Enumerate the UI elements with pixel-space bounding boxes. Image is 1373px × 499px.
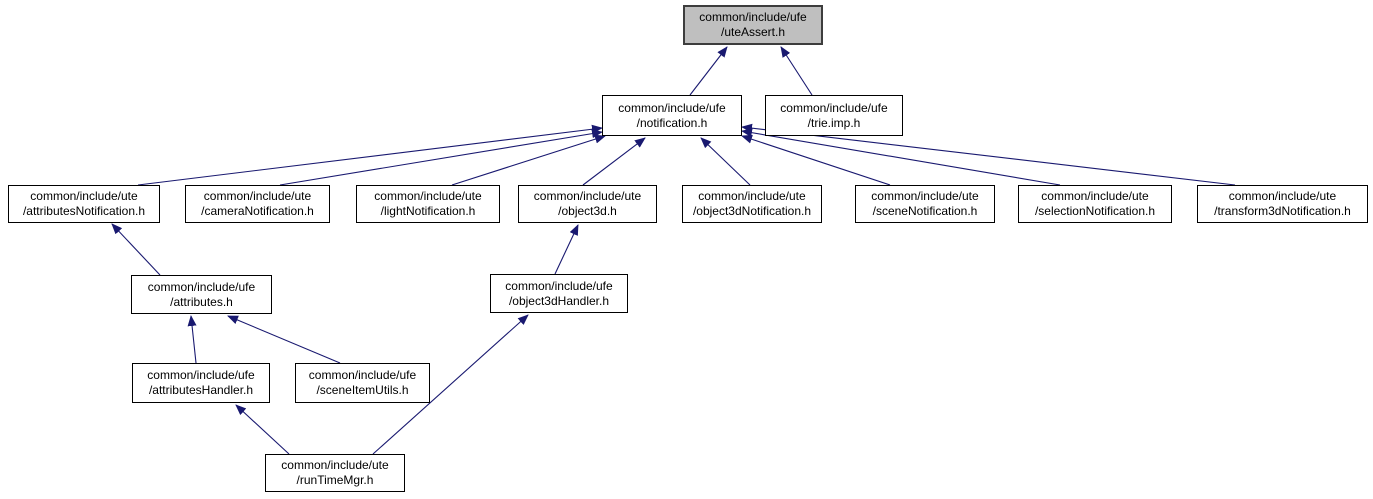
edge-attributesNotification-to-notification bbox=[137, 124, 603, 186]
edge-object3dHandler-to-object3d bbox=[554, 224, 579, 275]
edge-attributes-to-attributesNotification bbox=[111, 223, 161, 276]
node-label-line1: common/include/ute bbox=[698, 189, 806, 203]
node-label-line1: common/include/ufe bbox=[780, 100, 888, 115]
node-label-line1: common/include/ute bbox=[533, 189, 642, 203]
node-sceneItemUtils[interactable]: common/include/ufe/sceneItemUtils.h bbox=[295, 363, 430, 403]
edge-notification-to-uteAssert bbox=[689, 46, 728, 96]
edge-sceneNotification-to-notification bbox=[741, 134, 891, 186]
node-label-line2: /attributesNotification.h bbox=[22, 204, 146, 218]
node-object3dHandler[interactable]: common/include/ufe/object3dHandler.h bbox=[490, 274, 628, 313]
node-label-line1: common/include/ute bbox=[871, 189, 979, 203]
node-lightNotification[interactable]: common/include/ute/lightNotification.h bbox=[356, 185, 500, 223]
node-object3dNotification[interactable]: common/include/ute/object3dNotification.… bbox=[682, 185, 822, 223]
node-label-line1: common/include/ute bbox=[30, 189, 138, 203]
node-label-line2: /selectionNotification.h bbox=[1034, 204, 1156, 218]
node-label-line2: /runTimeMgr.h bbox=[296, 473, 374, 487]
edge-object3dNotification-to-notification bbox=[700, 137, 751, 186]
node-label-line2: /cameraNotification.h bbox=[201, 204, 314, 218]
node-label-line1: common/include/ute bbox=[203, 189, 312, 203]
edge-attributesHandler-to-attributes bbox=[187, 315, 197, 364]
node-label-line2: /uteAssert.h bbox=[720, 25, 786, 39]
node-attributes[interactable]: common/include/ufe/attributes.h bbox=[131, 275, 272, 314]
node-label-line2: /transform3dNotification.h bbox=[1214, 204, 1351, 218]
edge-cameraNotification-to-notification bbox=[279, 129, 603, 186]
node-label-line1: common/include/ufe bbox=[147, 368, 255, 382]
edge-lightNotification-to-notification bbox=[451, 134, 606, 186]
node-transform3dNotification[interactable]: common/include/ute/transform3dNotificati… bbox=[1197, 185, 1368, 223]
node-sceneNotification[interactable]: common/include/ute/sceneNotification.h bbox=[855, 185, 995, 223]
node-label-line2: /attributes.h bbox=[170, 294, 233, 309]
edge-runTimeMgr-to-attributesHandler bbox=[235, 404, 290, 455]
node-trieImp[interactable]: common/include/ufe/trie.imp.h bbox=[765, 95, 903, 136]
edge-runTimeMgr-to-object3dHandler bbox=[372, 314, 529, 455]
node-notification[interactable]: common/include/ufe/notification.h bbox=[602, 95, 742, 136]
node-attributesNotification[interactable]: common/include/ute/attributesNotificatio… bbox=[8, 185, 160, 223]
node-runTimeMgr[interactable]: common/include/ute/runTimeMgr.h bbox=[265, 454, 405, 492]
node-label-line2: /object3dNotification.h bbox=[692, 204, 812, 218]
node-label-line1: common/include/ufe bbox=[308, 368, 417, 382]
node-label-line1: common/include/ufe bbox=[147, 279, 256, 294]
node-label-line1: common/include/ute bbox=[281, 458, 389, 472]
node-uteAssert: common/include/ufe/uteAssert.h bbox=[683, 5, 823, 45]
node-label-line1: common/include/ufe bbox=[618, 100, 726, 115]
node-label-line2: /attributesHandler.h bbox=[148, 383, 254, 397]
node-label-line2: /object3dHandler.h bbox=[508, 293, 610, 308]
edge-object3d-to-notification bbox=[582, 137, 646, 186]
edge-selectionNotification-to-notification bbox=[741, 128, 1061, 186]
node-label-line1: common/include/ute bbox=[1228, 189, 1337, 203]
node-attributesHandler[interactable]: common/include/ufe/attributesHandler.h bbox=[132, 363, 270, 403]
node-cameraNotification[interactable]: common/include/ute/cameraNotification.h bbox=[185, 185, 330, 223]
node-label-line2: /lightNotification.h bbox=[380, 204, 476, 218]
node-label-line1: common/include/ute bbox=[1041, 189, 1149, 203]
node-label-line2: /sceneNotification.h bbox=[872, 204, 978, 218]
node-label-line2: /notification.h bbox=[636, 115, 708, 130]
node-object3d[interactable]: common/include/ute/object3d.h bbox=[518, 185, 657, 223]
node-label-line2: /trie.imp.h bbox=[807, 115, 861, 130]
edge-trieImp-to-uteAssert bbox=[780, 46, 813, 96]
edge-sceneItemUtils-to-attributes bbox=[227, 315, 341, 364]
edge-transform3dNotification-to-notification bbox=[741, 123, 1236, 186]
node-label-line1: common/include/ute bbox=[374, 189, 482, 203]
node-label-line1: common/include/ufe bbox=[505, 278, 613, 293]
node-label-line2: /sceneItemUtils.h bbox=[316, 383, 409, 397]
node-label-line2: /object3d.h bbox=[558, 204, 617, 218]
node-selectionNotification[interactable]: common/include/ute/selectionNotification… bbox=[1018, 185, 1172, 223]
node-label-line1: common/include/ufe bbox=[699, 10, 807, 24]
